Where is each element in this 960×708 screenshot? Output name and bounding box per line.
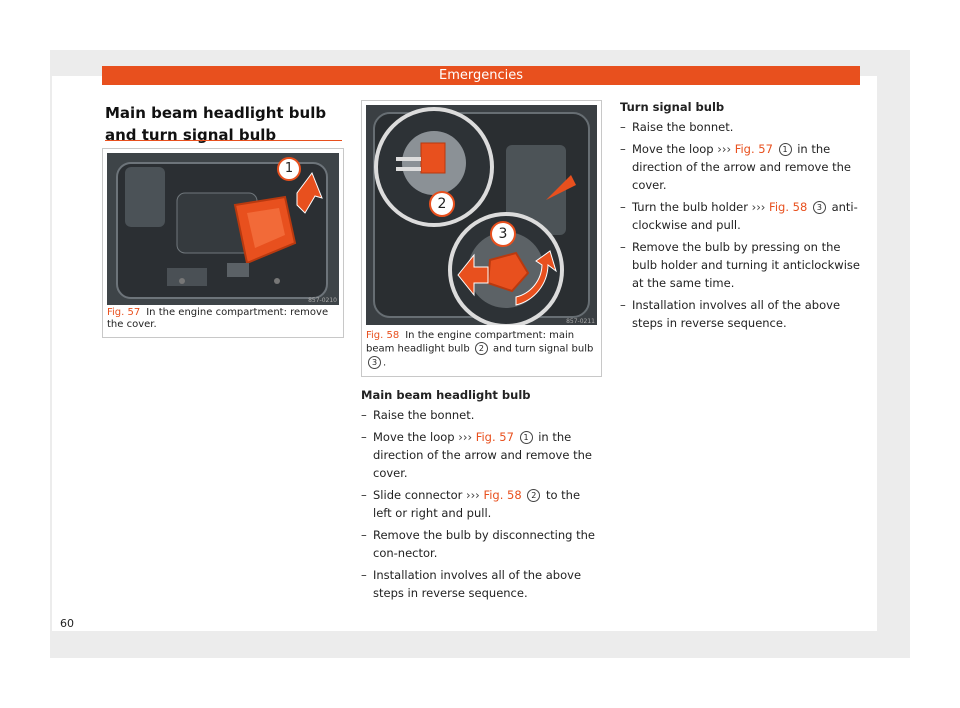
step-badge-2: 2 [527,489,541,502]
main-beam-step-4: – Remove the bulb by disconnecting the c… [361,526,601,562]
section-header: Emergencies [102,66,860,85]
callout-1: 1 [277,157,301,181]
fig-58-link[interactable]: Fig. 58 [769,200,808,214]
step-dash: – [620,240,626,254]
figure-57-label: Fig. 57 [107,307,141,318]
step-text: in the direction of the arrow and remove… [373,430,592,480]
caption-badge-3: 3 [368,355,381,369]
turn-signal-section: Turn signal bulb – Raise the bonnet. – M… [620,98,860,336]
step-text: to the left or right and pull. [373,488,581,520]
step-dash: – [361,568,367,582]
page-number: 60 [60,617,74,630]
fig-57-link[interactable]: Fig. 57 [734,142,773,156]
turn-signal-step-3: – Turn the bulb holder ››› Fig. 58 3 ant… [620,198,860,234]
main-beam-step-2: – Move the loop ››› Fig. 57 1 in the dir… [361,428,601,482]
bulb-illustration [366,105,597,325]
step-badge-1: 1 [519,431,533,444]
step-text: Installation involves all of the above s… [632,298,841,330]
caption-period: . [383,357,387,368]
turn-signal-step-4: – Remove the bulb by pressing on the bul… [620,238,860,292]
ref-arrows: ››› [465,488,480,502]
fig-57-link[interactable]: Fig. 57 [475,430,514,444]
figure-58-code: 857-0211 [566,318,595,325]
turn-signal-step-5: – Installation involves all of the above… [620,296,860,332]
turn-signal-heading: Turn signal bulb [620,100,725,114]
figure-57-caption-text: In the engine compartment: remove the co… [107,307,329,330]
fig-58-link[interactable]: Fig. 58 [483,488,522,502]
step-text: Remove the bulb by disconnecting the con… [373,528,595,560]
figure-58-caption-text: In the engine compartment: main beam hea… [366,330,575,355]
step-dash: – [361,488,367,502]
step-dash: – [361,528,367,542]
step-dash: – [620,200,626,214]
step-dash: – [361,430,367,444]
zoom-circle-2 [374,107,494,227]
step-text: Move the loop [632,142,714,156]
turn-signal-step-2: – Move the loop ››› Fig. 57 1 in the dir… [620,140,860,194]
step-dash: – [620,142,626,156]
main-beam-step-5: – Installation involves all of the above… [361,566,601,602]
turn-signal-step-1: – Raise the bonnet. [620,118,860,136]
ref-arrows: ››› [751,200,766,214]
zoom-circle-3 [448,212,564,325]
ref-arrows: ››› [717,142,732,156]
step-text: in the direction of the arrow and remove… [632,142,851,192]
cover-shape [233,195,297,265]
figure-57-image: 1 [107,153,339,305]
title-divider [105,140,342,141]
figure-58-caption-text-2: and turn signal bulb [493,343,594,355]
step-text: anti-clockwise and pull. [632,200,858,232]
step-text: Turn the bulb holder [632,200,748,214]
main-beam-heading: Main beam headlight bulb [361,388,531,402]
main-beam-step-1: – Raise the bonnet. [361,406,601,424]
main-beam-section: Main beam headlight bulb – Raise the bon… [361,386,601,606]
step-dash: – [361,408,367,422]
figure-58-image: 2 3 [366,105,597,325]
step-dash: – [620,298,626,312]
figure-58-label: Fig. 58 [366,330,400,341]
step-dash: – [620,120,626,134]
step-badge-3: 3 [812,201,826,214]
figure-57-code: 857-0210 [308,297,337,304]
callout-3: 3 [490,221,516,247]
headlight-cover-illustration [107,153,339,305]
main-beam-step-3: – Slide connector ››› Fig. 58 2 to the l… [361,486,601,522]
step-text: Raise the bonnet. [373,408,475,422]
page-title: Main beam headlight bulb and turn signal… [105,104,327,144]
step-badge-1: 1 [778,143,792,156]
caption-badge-2: 2 [474,342,488,355]
step-text: Remove the bulb by pressing on the bulb … [632,240,860,290]
ref-arrows: ››› [458,430,473,444]
step-text: Slide connector [373,488,463,502]
step-text: Move the loop [373,430,455,444]
step-text: Installation involves all of the above s… [373,568,582,600]
step-text: Raise the bonnet. [632,120,734,134]
callout-2: 2 [429,191,455,217]
